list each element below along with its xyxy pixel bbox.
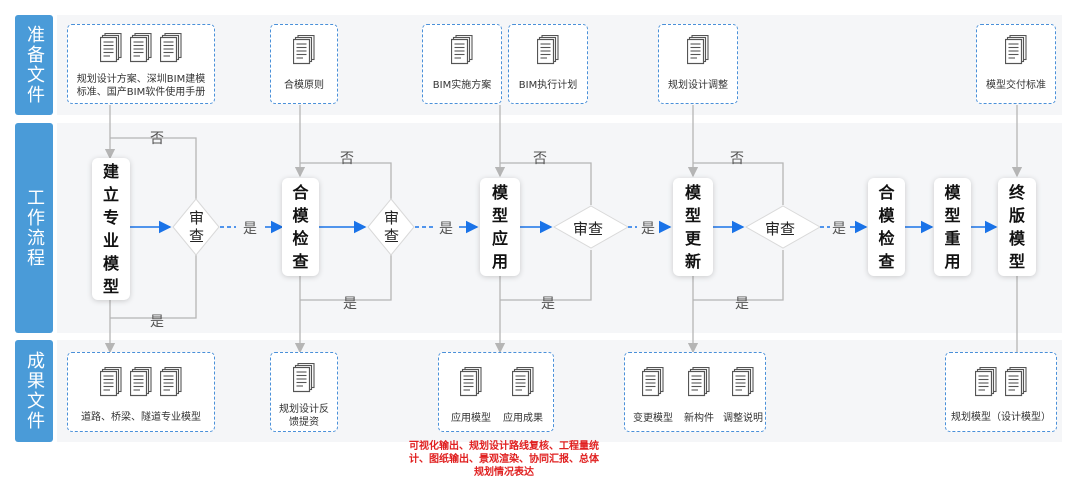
yes-label-2: 是 [439, 221, 453, 237]
yes-label-6: 是 [343, 296, 357, 312]
yes-label-4: 是 [832, 221, 846, 237]
document-icon [99, 32, 122, 63]
output-doc-caption: 道路、桥梁、隧道专业模型 [81, 412, 201, 423]
no-label-1: 否 [150, 131, 164, 147]
output-doc-caption: 变更模型 [633, 413, 673, 424]
process-merge-check-1[interactable]: 合模检查 [282, 178, 319, 276]
band-label-output: 成果文件 [15, 340, 53, 442]
prep-doc-delivery-standard[interactable]: 模型交付标准 [976, 24, 1056, 104]
document-icon [129, 366, 152, 397]
document-icon [159, 366, 182, 397]
review-label-1: 审查 [189, 209, 205, 245]
no-label-3: 否 [533, 151, 547, 167]
document-icon [536, 34, 559, 65]
prep-doc-caption: 合模原则 [284, 80, 324, 91]
band-label-prep: 准备文件 [15, 15, 53, 115]
document-icon [129, 32, 152, 63]
review-diamond-3 [552, 205, 630, 249]
document-icon [511, 366, 534, 397]
review-label-2: 审查 [384, 209, 400, 245]
output-doc-application[interactable]: 应用模型 应用成果 [438, 352, 554, 432]
document-icon [1004, 34, 1027, 65]
document-icon [292, 362, 315, 393]
process-merge-check-2[interactable]: 合模检查 [868, 178, 905, 276]
review-diamond-4 [744, 205, 822, 249]
yes-label-8: 是 [735, 296, 749, 312]
output-doc-specialty-models[interactable]: 道路、桥梁、隧道专业模型 [67, 352, 215, 432]
process-model-reuse[interactable]: 模型重用 [934, 178, 971, 276]
yes-label-5: 是 [150, 314, 164, 330]
review-diamond-1 [172, 198, 220, 256]
document-icon [686, 34, 709, 65]
prep-doc-caption: 模型交付标准 [986, 80, 1046, 91]
document-icon [99, 366, 122, 397]
no-label-4: 否 [730, 151, 744, 167]
document-icon [731, 366, 754, 397]
yes-label-3: 是 [641, 221, 655, 237]
prep-doc-caption: 规划设计调整 [668, 80, 728, 91]
prep-doc-caption: 规划设计方案、深圳BIM建模标准、国产BIM软件使用手册 [76, 74, 206, 98]
document-icon [159, 32, 182, 63]
review-label-3: 审查 [573, 220, 604, 238]
document-icon [450, 34, 473, 65]
review-label-4: 审查 [765, 220, 796, 238]
output-doc-caption: 规划模型（设计模型） [951, 412, 1051, 423]
document-icon [641, 366, 664, 397]
document-icon [974, 366, 997, 397]
prep-doc-bim-schedule[interactable]: BIM执行计划 [508, 24, 588, 104]
prep-doc-caption: BIM实施方案 [432, 80, 492, 91]
document-icon [459, 366, 482, 397]
output-doc-caption: 应用模型 [451, 413, 491, 424]
output-doc-update[interactable]: 变更模型 新构件 调整说明 [624, 352, 766, 432]
prep-doc-design-adjust[interactable]: 规划设计调整 [658, 24, 738, 104]
band-label-flow: 工作流程 [15, 123, 53, 333]
process-model-application[interactable]: 模型应用 [480, 178, 520, 276]
review-diamond-2 [367, 198, 415, 256]
output-doc-feedback[interactable]: 规划设计反馈提资 [270, 352, 338, 432]
prep-doc-caption: BIM执行计划 [518, 80, 578, 91]
prep-doc-merge-principle[interactable]: 合模原则 [270, 24, 338, 104]
prep-doc-design-standards[interactable]: 规划设计方案、深圳BIM建模标准、国产BIM软件使用手册 [67, 24, 215, 104]
output-band [57, 340, 1062, 442]
output-doc-caption: 调整说明 [723, 413, 763, 424]
output-doc-final[interactable]: 规划模型（设计模型） [945, 352, 1057, 432]
process-build-model[interactable]: 建立专业模型 [92, 158, 130, 300]
output-doc-caption: 规划设计反馈提资 [279, 404, 329, 428]
no-label-2: 否 [340, 151, 354, 167]
document-icon [292, 34, 315, 65]
application-note: 可视化输出、规划设计路线复核、工程量统计、图纸输出、景观渲染、协同汇报、总体规划… [409, 441, 599, 478]
prep-doc-bim-plan[interactable]: BIM实施方案 [422, 24, 502, 104]
document-icon [1004, 366, 1027, 397]
output-doc-caption: 新构件 [684, 413, 714, 424]
process-final-model[interactable]: 终版模型 [998, 178, 1036, 276]
yes-label-7: 是 [541, 296, 555, 312]
output-doc-caption: 应用成果 [503, 413, 543, 424]
process-model-update[interactable]: 模型更新 [673, 178, 713, 276]
document-icon [687, 366, 710, 397]
yes-label-1: 是 [243, 221, 257, 237]
